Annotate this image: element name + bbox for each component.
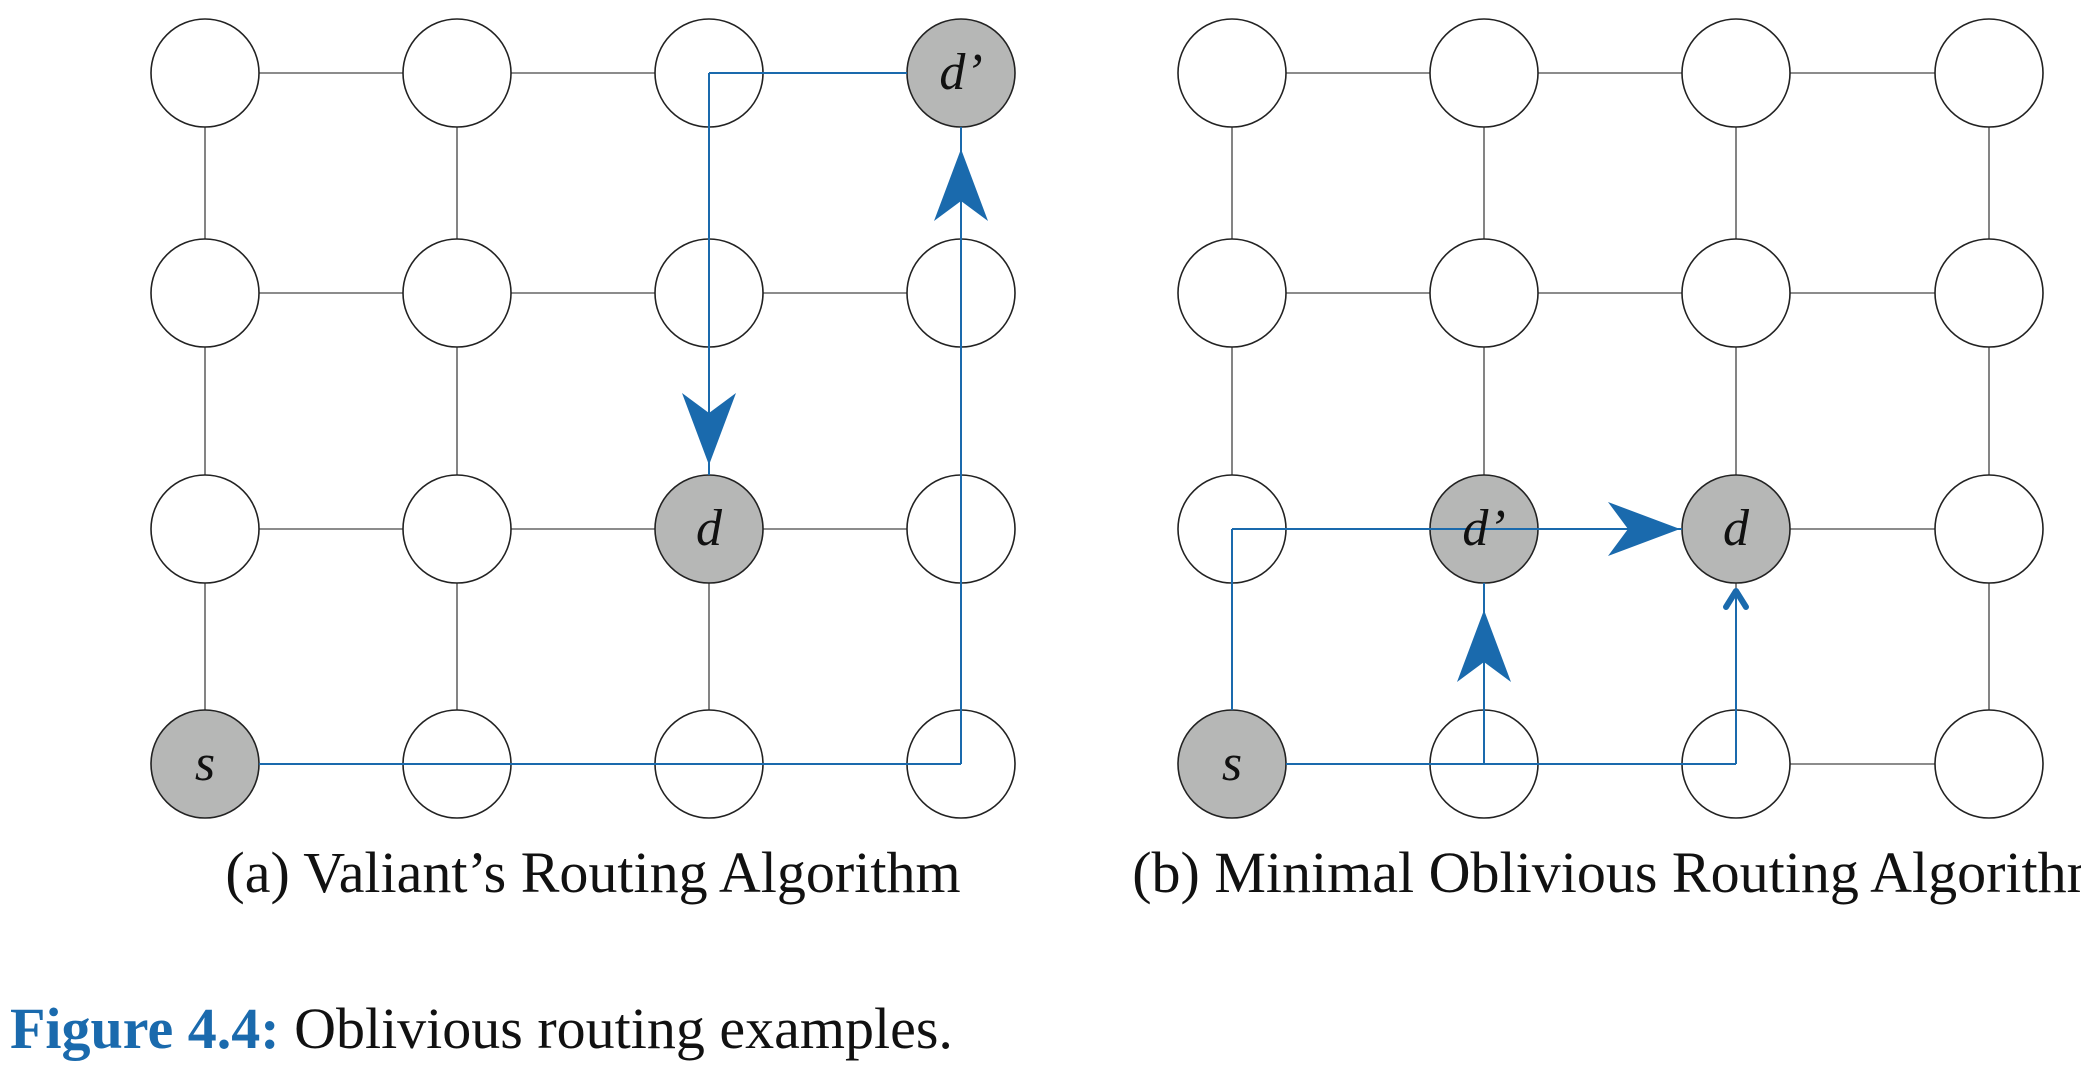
router-node: [1177, 238, 1287, 348]
router-node: [150, 18, 260, 128]
route-arrowhead-small: [1723, 588, 1749, 610]
node-label: s: [1222, 735, 1242, 792]
router-node: [1681, 18, 1791, 128]
route-paths: [259, 72, 988, 765]
node-label: d: [1723, 500, 1750, 557]
router-node: [1429, 238, 1539, 348]
route-arrowhead-down: [682, 393, 736, 465]
router-node: [402, 18, 512, 128]
route-paths: [1231, 502, 1749, 765]
route-arrowhead-up: [1457, 610, 1511, 682]
route-arrowhead-up: [934, 149, 988, 221]
node-label: d’: [939, 44, 982, 101]
router-node: [1934, 238, 2044, 348]
figure-caption: Figure 4.4: Oblivious routing examples.: [10, 995, 953, 1062]
grid-nodes: [150, 18, 1016, 819]
route-arrowhead-right: [1608, 502, 1680, 556]
node-labels: s d’ d: [1222, 500, 1750, 792]
router-node: [150, 474, 260, 584]
router-node: [1429, 18, 1539, 128]
panel-b-caption: (b) Minimal Oblivious Routing Algorithm: [1132, 840, 2081, 905]
node-label: d: [696, 500, 723, 557]
router-node: [1934, 474, 2044, 584]
figure-number: Figure 4.4:: [10, 996, 280, 1061]
node-label: d’: [1462, 500, 1505, 557]
router-node: [1681, 238, 1791, 348]
grid-edges: [204, 72, 962, 765]
grid-nodes: [1177, 18, 2044, 819]
router-node: [1177, 18, 1287, 128]
router-node: [1934, 18, 2044, 128]
grid-edges: [1231, 72, 1990, 765]
panel-a-caption: (a) Valiant’s Routing Algorithm: [225, 840, 960, 905]
panel-valiant-routing: s d d’: [150, 18, 1016, 819]
router-node: [150, 238, 260, 348]
router-node: [402, 474, 512, 584]
figure-caption-text: Oblivious routing examples.: [294, 996, 953, 1061]
router-node: [1934, 709, 2044, 819]
router-node: [402, 238, 512, 348]
node-labels: s d d’: [195, 44, 983, 792]
node-label: s: [195, 735, 215, 792]
panel-minimal-oblivious-routing: s d’ d: [1177, 18, 2044, 819]
